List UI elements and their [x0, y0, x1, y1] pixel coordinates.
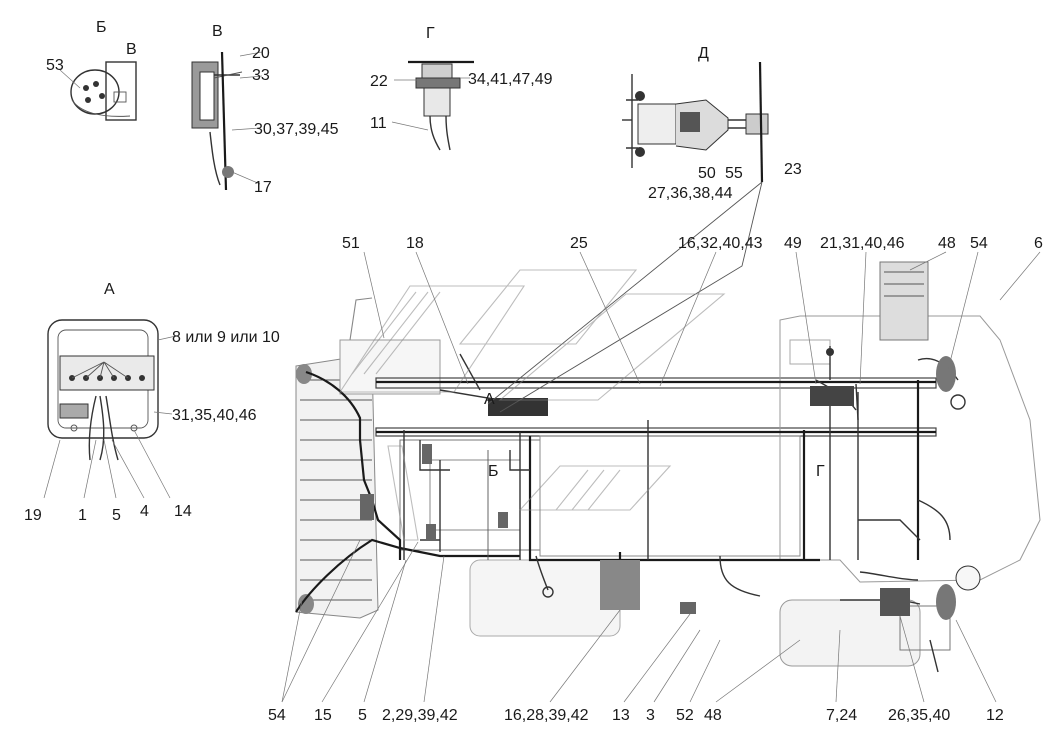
detail-d: [622, 61, 769, 183]
callout-48-bottom: 48: [704, 707, 722, 724]
callout-7-24: 7,24: [826, 707, 857, 724]
callout-33: 33: [252, 67, 270, 84]
callout-15: 15: [314, 707, 332, 724]
callout-30-37-39-45: 30,37,39,45: [254, 121, 339, 138]
callout-54-top: 54: [970, 235, 988, 252]
callout-21-31-40-46: 21,31,40,46: [820, 235, 905, 252]
callout-11: 11: [370, 115, 387, 132]
callout-53: 53: [46, 57, 64, 74]
callout-18: 18: [406, 235, 424, 252]
view-v-title: В: [212, 23, 223, 40]
view-b-title: Б: [96, 19, 107, 36]
callout-50: 50: [698, 165, 716, 182]
callout-19: 19: [24, 507, 42, 524]
callout-6: 6: [1034, 235, 1043, 252]
callout-31-35-40-46: 31,35,40,46: [172, 407, 257, 424]
callout-25: 25: [570, 235, 588, 252]
callout-52: 52: [676, 707, 694, 724]
callout-13: 13: [612, 707, 630, 724]
callout-4: 4: [140, 503, 149, 520]
callout-8-9-10: 8 или 9 или 10: [172, 329, 280, 346]
callout-17: 17: [254, 179, 272, 196]
detail-g: [391, 60, 474, 151]
chassis-outline: [295, 261, 1041, 673]
callout-54-bottom: 54: [268, 707, 286, 724]
callout-2-29-39-42: 2,29,39,42: [382, 707, 458, 724]
callout-1: 1: [78, 507, 87, 524]
connector-blocks: [360, 348, 956, 620]
view-a-title: А: [104, 281, 115, 298]
detail-b: [59, 61, 137, 121]
callout-49: 49: [784, 235, 802, 252]
view-b-sub-label: В: [126, 41, 137, 58]
marker-b: Б: [488, 463, 499, 480]
callout-5-detail: 5: [112, 507, 121, 524]
view-d-title: Д: [698, 45, 709, 62]
detail-d-leaders: [487, 181, 763, 413]
detail-v: [191, 51, 263, 191]
callout-14: 14: [174, 503, 192, 520]
callout-16-32-40-43: 16,32,40,43: [678, 235, 763, 252]
bottom-leaders: [281, 251, 1041, 703]
callout-51: 51: [342, 235, 360, 252]
marker-g: Г: [816, 463, 825, 480]
detail-a: [43, 319, 177, 499]
callout-16-28-39-42: 16,28,39,42: [504, 707, 589, 724]
callout-22: 22: [370, 73, 388, 90]
callout-12: 12: [986, 707, 1004, 724]
callout-3: 3: [646, 707, 655, 724]
callout-26-35-40: 26,35,40: [888, 707, 950, 724]
marker-a: А: [484, 391, 495, 408]
watermark-logo: [338, 269, 726, 541]
callout-55: 55: [725, 165, 743, 182]
callout-20: 20: [252, 45, 270, 62]
callout-48-top: 48: [938, 235, 956, 252]
callout-27-36-38-44: 27,36,38,44: [648, 185, 733, 202]
callout-34-41-47-49: 34,41,47,49: [468, 71, 553, 88]
callout-5-bottom: 5: [358, 707, 367, 724]
view-g-title: Г: [426, 25, 435, 42]
callout-23: 23: [784, 161, 802, 178]
